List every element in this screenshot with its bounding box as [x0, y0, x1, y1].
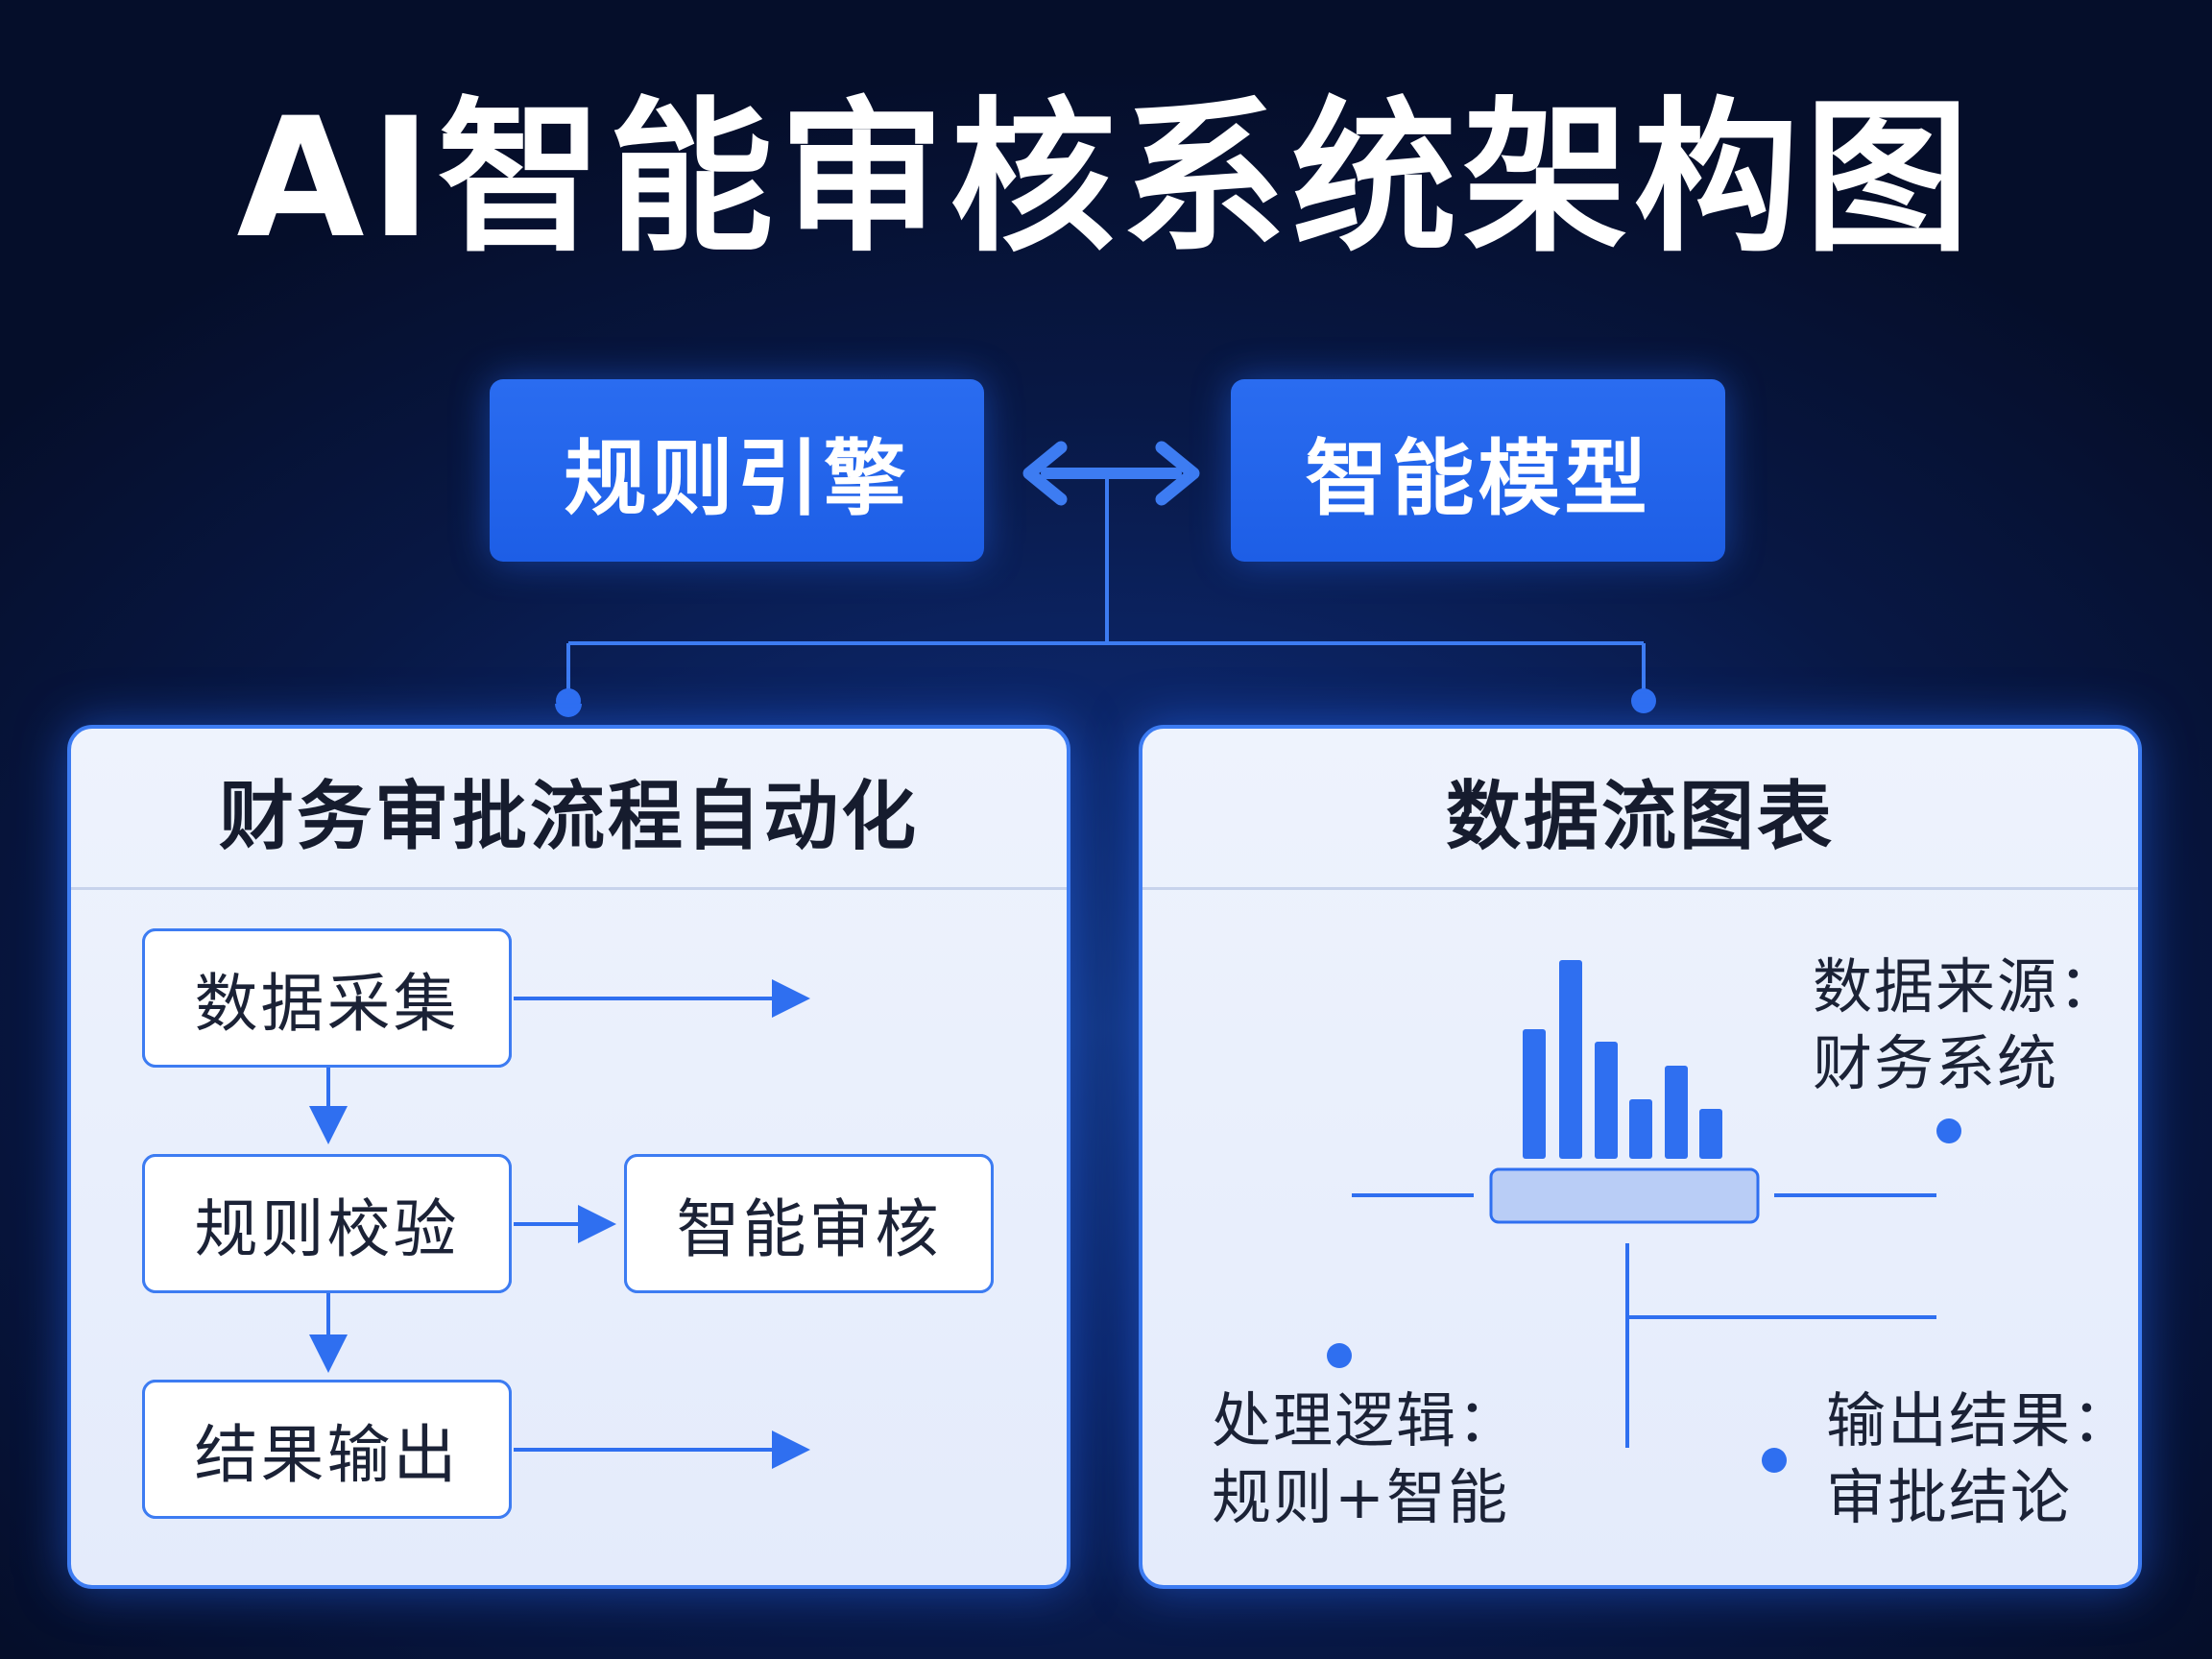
- data-source-line1: 数据来源：: [1813, 951, 2121, 1022]
- connector-endpoint-right: [1631, 688, 1656, 713]
- result-output-step: 结果输出: [142, 1380, 512, 1519]
- processing-logic-line1: 处理逻辑：: [1212, 1385, 1520, 1455]
- connector-endpoint-left: [555, 688, 582, 717]
- data-source-label: 数据来源： 财务系统: [1813, 949, 2120, 1102]
- data-flow-panel: 数据流图表: [1139, 725, 2142, 1589]
- rule-validation-step: 规则校验: [142, 1154, 512, 1293]
- ai-review-step: 智能审核: [624, 1154, 994, 1293]
- data-source-line2: 财务系统: [1813, 1028, 2059, 1098]
- data-collection-step: 数据采集: [142, 928, 512, 1068]
- panel-divider: [71, 887, 1067, 890]
- ai-model-box: 智能模型: [1231, 379, 1725, 562]
- rules-engine-box: 规则引擎: [490, 379, 984, 562]
- panel-title: 数据流图表: [1445, 774, 1835, 860]
- panel-title: 财务审批流程自动化: [218, 774, 919, 860]
- double-arrow-icon: [1022, 441, 1200, 506]
- processing-logic-line2: 规则+智能: [1212, 1462, 1509, 1532]
- panel-divider: [1142, 887, 2138, 890]
- output-result-line2: 审批结论: [1826, 1462, 2073, 1532]
- output-result-line1: 输出结果：: [1826, 1385, 2134, 1455]
- output-result-label: 输出结果： 审批结论: [1826, 1382, 2133, 1536]
- processing-logic-label: 处理逻辑： 规则+智能: [1212, 1382, 1519, 1536]
- page-title: AI智能审核系统架构图: [236, 82, 1976, 275]
